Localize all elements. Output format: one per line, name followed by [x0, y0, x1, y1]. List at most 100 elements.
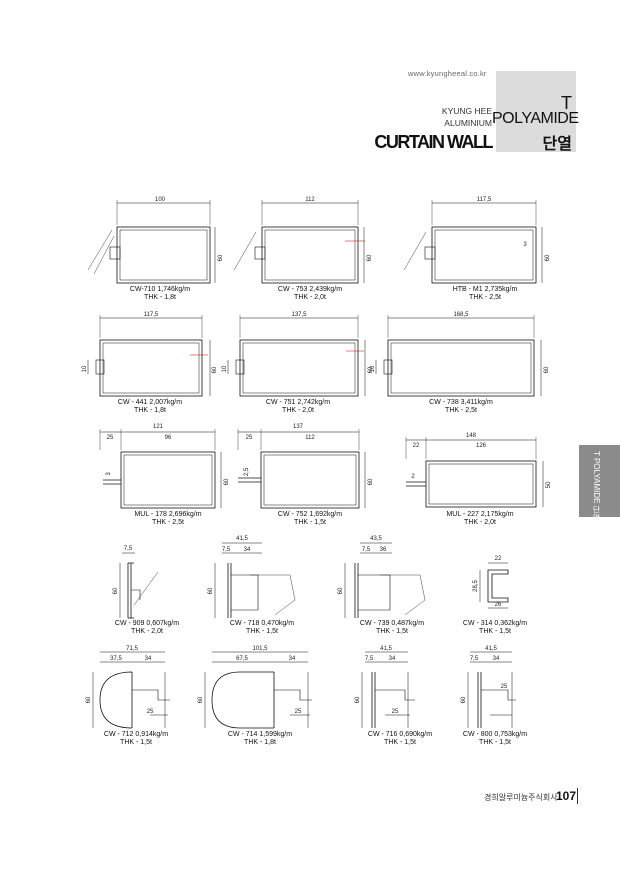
- page-number: 107: [556, 789, 577, 803]
- cw714-thk: THK - 1,8t: [244, 739, 276, 746]
- cw314-height: 28,5: [473, 580, 479, 592]
- mul227-sub1: 22: [413, 443, 420, 449]
- cw909-thk: THK - 2,0t: [131, 628, 163, 635]
- side-tab-label: T POLYAMIDE 단열: [592, 451, 601, 522]
- profile-cw712-drawing: [92, 651, 170, 729]
- mul227-name: MUL - 227 2,175kg/m: [446, 511, 514, 518]
- profile-cw714-drawing: [204, 651, 312, 729]
- caption-htbm1: HTB - M1 2,735kg/m THK - 2,5t: [415, 286, 555, 302]
- cw712-name: CW - 712 0,914kg/m: [103, 731, 169, 738]
- cw752-thk: THK - 1,5t: [294, 519, 326, 526]
- cw716-height: 60: [355, 696, 361, 703]
- cw441-name: CW - 441 2,007kg/m: [117, 399, 183, 406]
- cw314-thk: THK - 1,5t: [479, 628, 511, 635]
- profile-cw716-drawing: [361, 651, 415, 728]
- cw712-height: 60: [86, 696, 92, 703]
- caption-cw712: CW - 712 0,914kg/m THK - 1,5t: [66, 731, 206, 747]
- cw718-sub1: 7,5: [222, 547, 231, 553]
- cw712-sub2: 34: [145, 656, 152, 662]
- profile-cw314-drawing: [479, 562, 509, 609]
- cw738-width: 168,5: [453, 312, 469, 318]
- mul227-side: 2: [411, 474, 415, 480]
- cw712-width: 71,5: [126, 646, 138, 652]
- cw710-width: 100: [155, 197, 166, 203]
- cw716-name: CW - 716 0,690kg/m: [367, 731, 433, 738]
- caption-cw739: CW - 739 0,487kg/m THK - 1,5t: [322, 620, 462, 636]
- cw752-sub1: 25: [246, 435, 253, 441]
- cw739-name: CW - 739 0,487kg/m: [359, 620, 425, 627]
- profile-mul178-drawing: [99, 429, 222, 509]
- caption-cw800: CW - 800 0,753kg/m THK - 1,5t: [425, 731, 565, 747]
- brand-line-2: ALUMINIUM: [444, 118, 492, 128]
- cw751-side: 10: [222, 365, 228, 372]
- cw800-height: 60: [461, 696, 467, 703]
- cw716-thk: THK - 1,5t: [384, 739, 416, 746]
- cw716-sub1: 7,5: [365, 656, 374, 662]
- caption-mul227: MUL - 227 2,175kg/m THK - 2,0t: [410, 511, 550, 527]
- mul178-height: 60: [224, 478, 230, 485]
- cw714-sub1: 67,5: [236, 656, 248, 662]
- cw710-thk: THK - 1,8t: [144, 294, 176, 301]
- profile-cw753-drawing: [233, 200, 365, 284]
- caption-cw738: CW - 738 3,411kg/m THK - 2,5t: [391, 399, 531, 415]
- tab-polyamide: POLYAMIDE: [492, 110, 579, 127]
- cw800-thk: THK - 1,5t: [479, 739, 511, 746]
- cw751-name: CW - 751 2,742kg/m: [265, 399, 331, 406]
- profile-cw800-drawing: [467, 651, 516, 728]
- cw738-height: 60: [544, 366, 550, 373]
- cw314-width: 22: [495, 556, 502, 562]
- cw712-inner: 25: [147, 709, 154, 715]
- htbm1-width: 117,5: [477, 197, 492, 203]
- brand-line-1: KYUNG HEE: [441, 106, 492, 116]
- cw739-sub1: 7,5: [362, 547, 371, 553]
- htbm1-height: 60: [545, 254, 551, 261]
- cw710-height: 60: [218, 254, 224, 261]
- profile-htbm1-drawing: [403, 200, 543, 284]
- cw716-width: 41,5: [380, 646, 392, 652]
- cw800-inner: 25: [501, 684, 508, 690]
- profile-cw710-drawing: [87, 200, 216, 284]
- tab-korean: 단열: [542, 136, 572, 153]
- website-url: www.kyungheeal.co.kr: [408, 69, 487, 78]
- cw441-side: 10: [82, 365, 88, 372]
- cw712-sub1: 37,5: [110, 656, 122, 662]
- cw753-thk: THK - 2,0t: [294, 294, 326, 301]
- cw441-width: 117,5: [144, 312, 159, 318]
- cw751-width: 137,5: [291, 312, 307, 318]
- cw751-height: 60: [368, 366, 374, 373]
- tab-t-letter: T: [561, 93, 572, 113]
- mul227-width: 148: [466, 433, 477, 439]
- mul178-width: 121: [153, 424, 164, 430]
- cw800-sub2: 34: [493, 656, 500, 662]
- cw739-thk: THK - 1,5t: [376, 628, 408, 635]
- cw710-name: CW-710 1,746kg/m: [129, 286, 191, 293]
- caption-cw753: CW - 753 2,439kg/m THK - 2,0t: [240, 286, 380, 302]
- cw753-name: CW - 753 2,439kg/m: [277, 286, 343, 293]
- mul227-thk: THK - 2,0t: [464, 519, 496, 526]
- cw752-width: 137: [293, 424, 304, 430]
- cw718-height: 60: [208, 587, 214, 594]
- mul178-name: MUL - 178 2,696kg/m: [134, 511, 202, 518]
- cw716-inner: 25: [392, 709, 399, 715]
- cw314-name: CW - 314 0,362kg/m: [462, 620, 528, 627]
- side-section-tab[interactable]: T POLYAMIDE 단열: [579, 445, 620, 522]
- mul227-height: 50: [546, 481, 552, 488]
- mul178-thk: THK - 2,5t: [152, 519, 184, 526]
- cw441-height: 60: [212, 366, 218, 373]
- caption-cw751: CW - 751 2,742kg/m THK - 2,0t: [228, 399, 368, 415]
- cw752-sub2: 112: [305, 435, 315, 441]
- cw753-width: 112: [305, 197, 315, 203]
- htbm1-extra: 3: [523, 242, 527, 248]
- cw714-height: 60: [198, 696, 204, 703]
- htbm1-thk: THK - 2,5t: [469, 294, 501, 301]
- cw739-width: 43,5: [370, 536, 382, 542]
- caption-cw716: CW - 716 0,690kg/m THK - 1,5t: [330, 731, 470, 747]
- cw909-name: CW - 909 0,607kg/m: [114, 620, 180, 627]
- profile-cw718-drawing: [214, 542, 296, 618]
- cw800-sub1: 7,5: [470, 656, 479, 662]
- cw718-thk: THK - 1,5t: [246, 628, 278, 635]
- cw314-bottom: 26: [495, 602, 502, 608]
- profile-cw739-drawing: [344, 542, 426, 618]
- mul178-side: 3: [106, 472, 112, 476]
